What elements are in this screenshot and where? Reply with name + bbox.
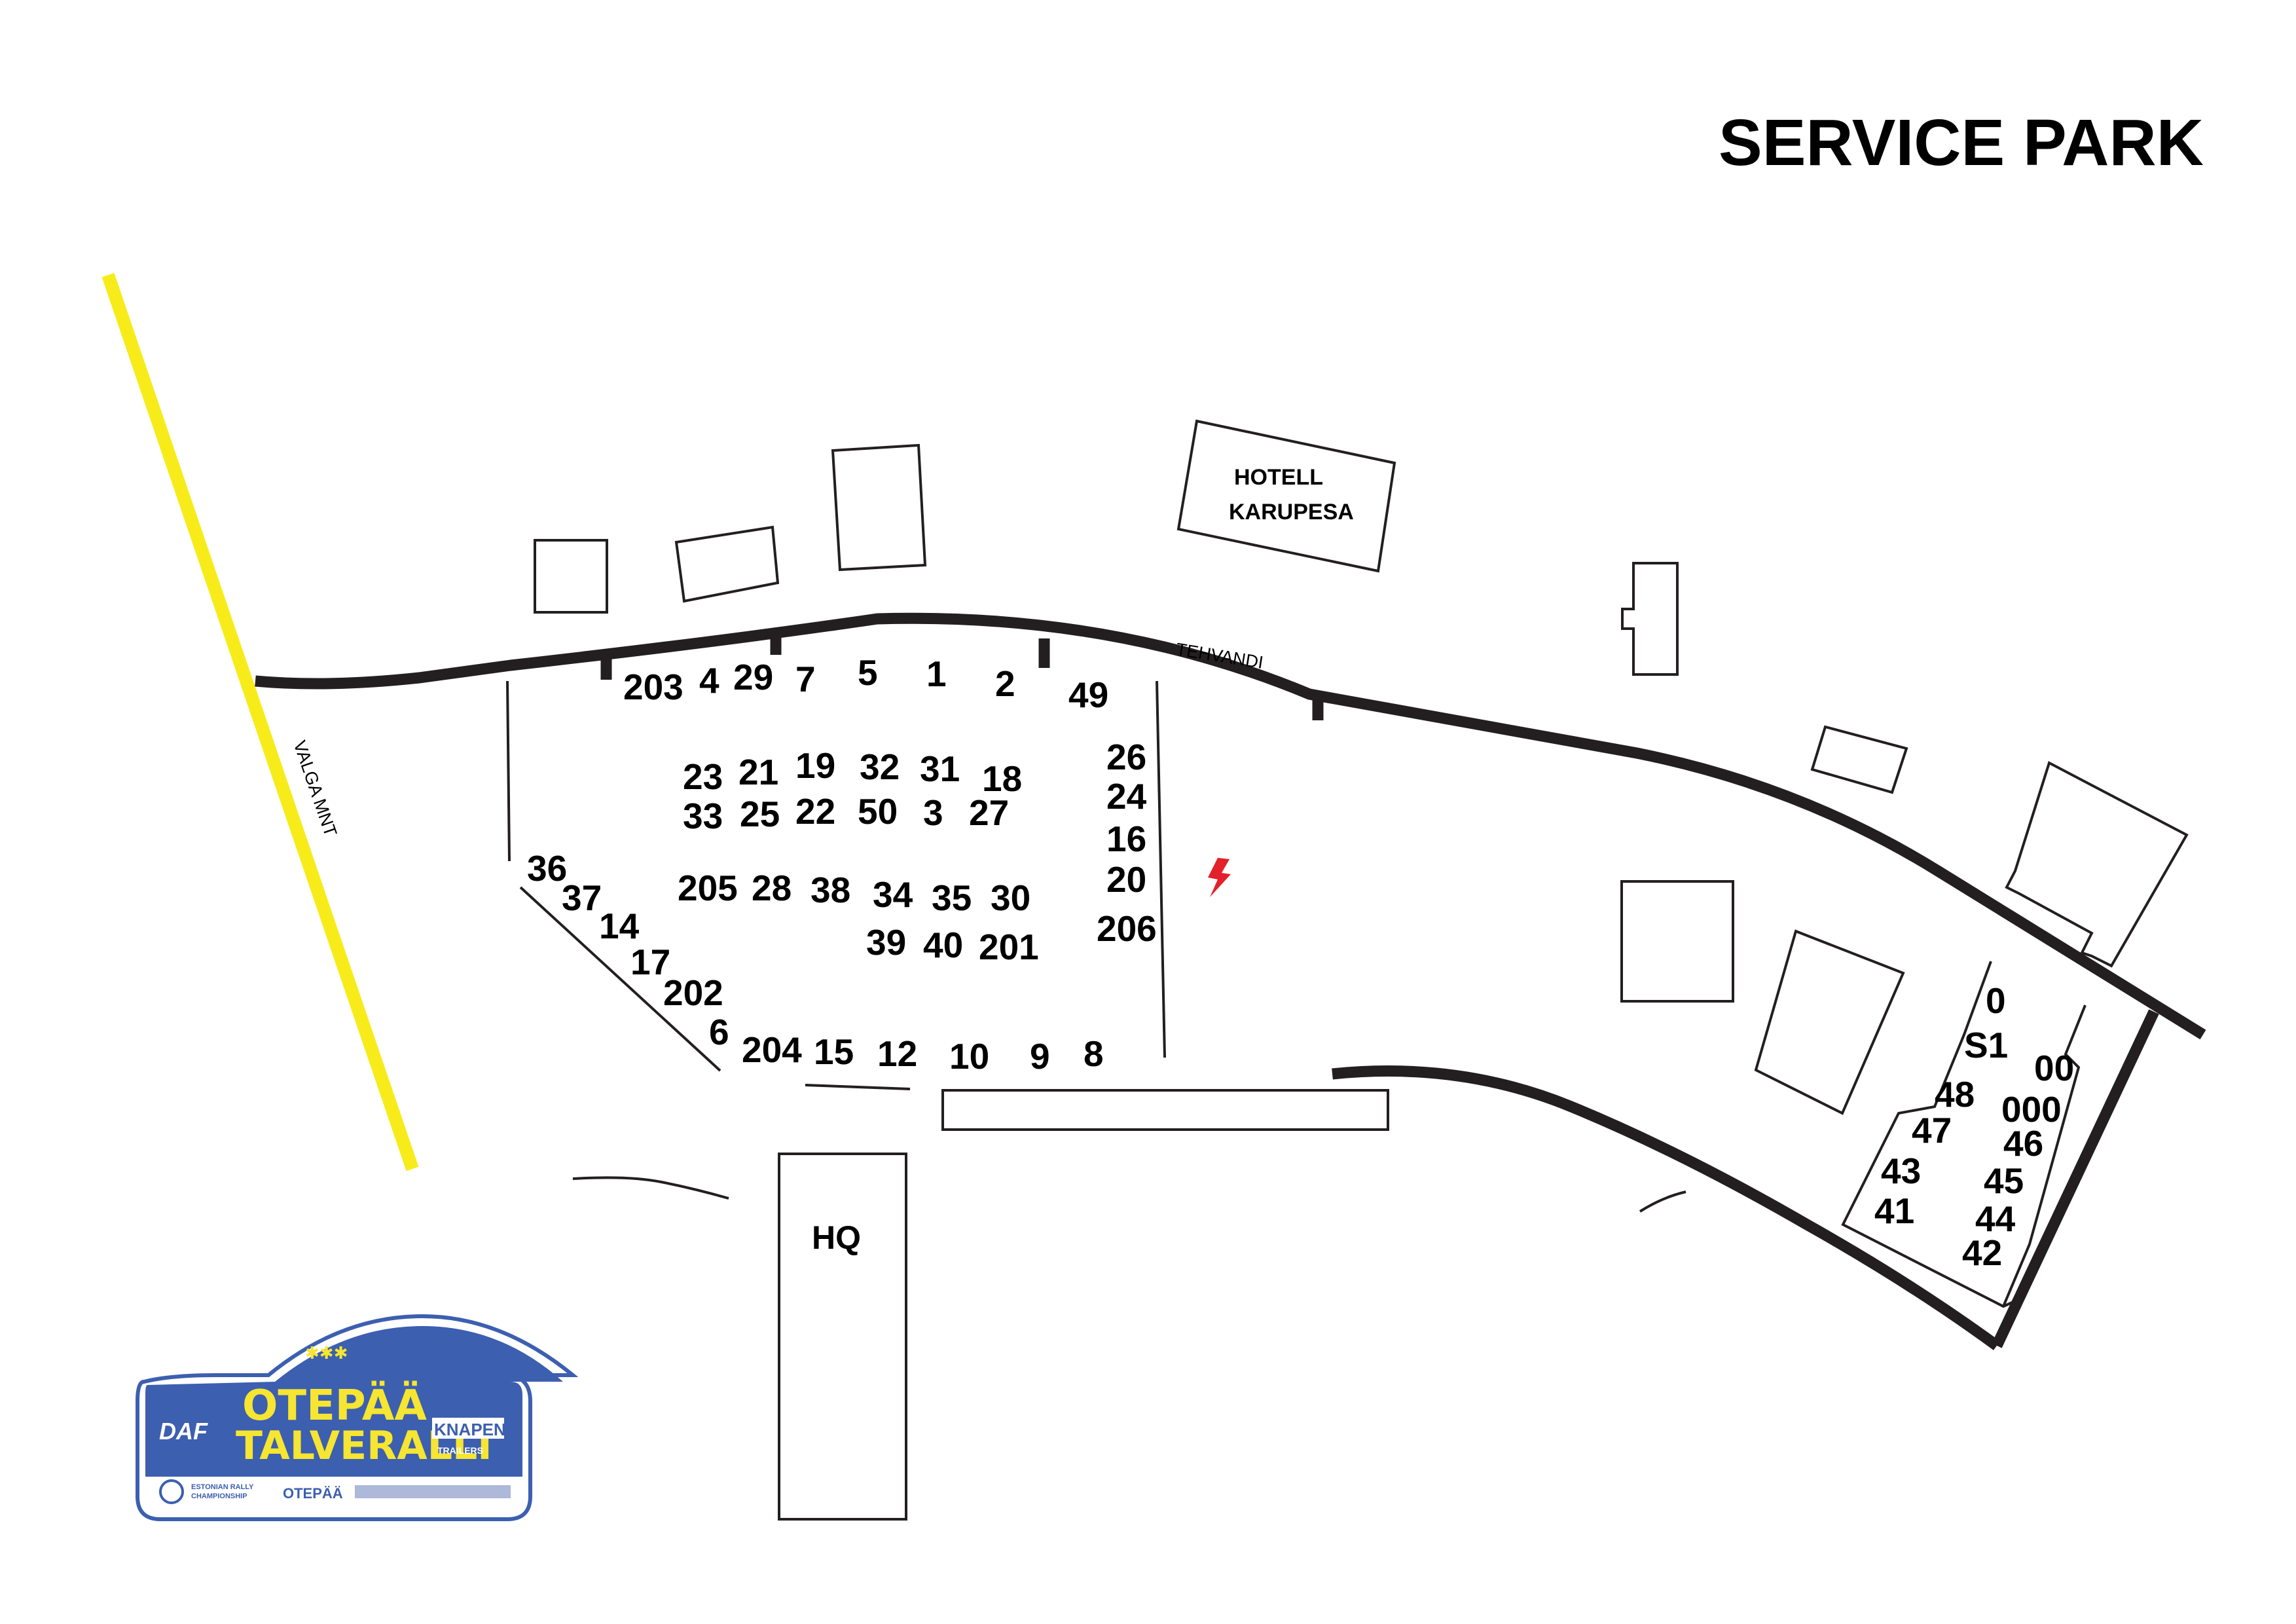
service-number: 0 [1986,980,2006,1021]
service-number: 204 [742,1029,802,1070]
service-number: 16 [1106,819,1146,859]
service-number: 23 [683,756,723,797]
service-number: 4 [699,660,720,701]
service-number: 24 [1106,776,1147,817]
service-number: 3 [923,792,943,833]
service-number: 5 [858,652,878,693]
service-number: 50 [858,791,898,832]
hq-label: HQ [812,1219,861,1256]
service-number: 8 [1084,1033,1104,1074]
building-east-3 [1620,880,1734,1003]
service-number: 31 [920,748,960,789]
service-number: 2 [995,663,1015,704]
service-number: 25 [740,794,780,834]
logo-town: OTEPÄÄ [283,1485,343,1502]
service-number: 203 [623,667,683,707]
service-number: 000 [2001,1089,2062,1130]
service-number: 35 [932,877,972,918]
building-east-2 [1810,725,1908,794]
service-number: 22 [795,791,835,832]
building-east-4 [1754,929,1905,1115]
map-title: SERVICE PARK [1719,106,2204,179]
logo-badge-icon [159,1479,184,1504]
service-number: 49 [1068,674,1108,715]
service-number: 00 [2034,1048,2074,1088]
logo-title-1: OTEPÄÄ [242,1380,427,1430]
service-number: 18 [982,758,1022,799]
logo-series-1: ESTONIAN RALLY [191,1483,254,1491]
service-number: 47 [1912,1110,1952,1151]
building-east-1 [1621,562,1679,676]
service-number: 32 [860,747,900,787]
service-number: S1 [1964,1025,2008,1065]
service-area-boundary [506,680,1686,1213]
service-number: 29 [733,657,773,697]
service-number: 26 [1106,737,1146,777]
service-number: 21 [738,752,778,792]
east-road-connector [1992,1009,2159,1348]
service-number: 1 [926,654,947,694]
service-number: 43 [1881,1151,1921,1191]
building-east-5 [2005,761,2189,968]
service-number: 201 [979,927,1039,967]
building-1 [534,539,608,614]
service-number: 6 [709,1012,729,1052]
service-number: 38 [811,870,850,910]
road-gates [600,635,1324,720]
service-number: 40 [923,925,963,965]
service-number: 205 [678,868,738,908]
logo-daf: DAF [159,1418,208,1445]
service-number: 42 [1962,1232,2002,1273]
logo-knapen-sub: TRAILERS [437,1445,483,1456]
service-number: 36 [527,848,567,889]
building-3 [831,443,927,572]
service-number: 45 [1984,1160,2024,1201]
service-number: 39 [866,922,906,963]
service-number: 34 [873,874,913,915]
hotel-label-2: KARUPESA [1229,500,1354,525]
hotel-building [1176,419,1396,573]
service-number: 48 [1935,1074,1975,1115]
service-number: 30 [991,877,1030,918]
service-numbers: 203 4 29 7 5 1 2 49 23 21 19 32 31 18 33… [527,652,2074,1273]
valga-highway [101,272,419,1172]
service-number: 9 [1030,1036,1050,1077]
service-number: 202 [663,972,723,1013]
service-number: 7 [795,659,816,699]
logo-blurred-sponsor [355,1485,511,1498]
buildings [534,419,2189,1521]
logo-knapen: KNAPEN [434,1420,506,1439]
service-number: 14 [599,906,640,946]
service-number: 33 [683,796,723,836]
service-number: 41 [1874,1190,1914,1231]
service-number: 27 [969,792,1009,833]
service-number: 12 [877,1033,917,1074]
lightning-bolt-icon [1208,858,1231,897]
building-2 [674,525,780,603]
service-number: 17 [630,942,670,982]
logo-series-2: CHAMPIONSHIP [191,1492,247,1500]
service-number: 46 [2003,1123,2043,1164]
service-number: 15 [814,1031,854,1072]
east-lot-outline [1841,961,2086,1308]
service-number: 44 [1975,1198,2016,1239]
long-building [941,1089,1389,1131]
service-number: 19 [795,745,835,786]
logo-stars: ✱✱✱ [305,1344,348,1363]
service-number: 10 [949,1036,989,1077]
hq-building [778,1153,907,1521]
south-road [1332,1065,2001,1350]
rally-logo: ✱✱✱ OTEPÄÄ TALVERALLI DAF KNAPEN TRAILER… [136,1314,579,1521]
service-number: 206 [1097,908,1157,949]
tehvandi-road [255,612,2206,1040]
hotel-label-1: HOTELL [1234,465,1323,490]
service-number: 20 [1106,859,1146,900]
service-number: 37 [562,877,602,918]
service-number: 28 [752,868,792,908]
